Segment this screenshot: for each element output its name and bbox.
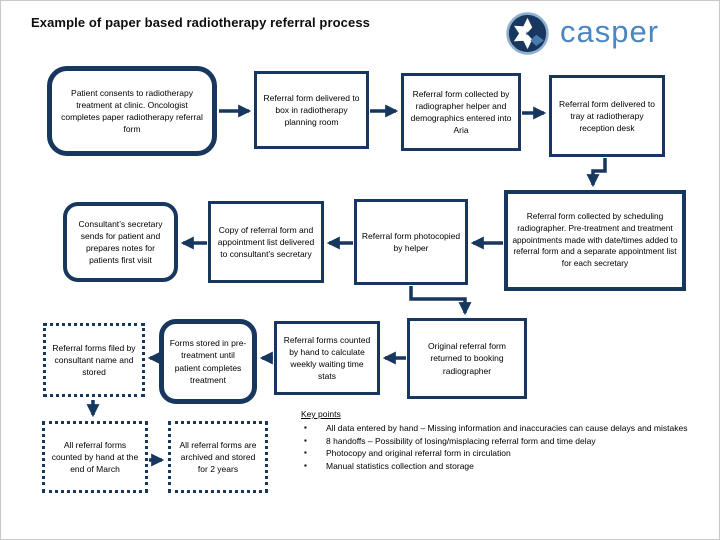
arrow-photocopy-to-original [409, 286, 472, 316]
flow-box-photocopied-by-helper: Referral form photocopied by helper [354, 199, 468, 285]
flow-box-counted-weekly-stats: Referral forms counted by hand to calcul… [274, 321, 380, 395]
flow-box-label: Forms stored in pre-treatment until pati… [169, 338, 247, 385]
flow-box-scheduling-radiographer: Referral form collected by scheduling ra… [504, 190, 686, 291]
flow-box-label: Referral form photocopied by helper [361, 230, 461, 253]
flow-box-stored-in-pretreatment: Forms stored in pre-treatment until pati… [159, 319, 257, 404]
flow-box-label: Referral forms counted by hand to calcul… [283, 334, 371, 382]
flow-box-collected-by-helper: Referral form collected by radiographer … [401, 73, 521, 151]
flow-box-archived-2-years: All referral forms are archived and stor… [168, 421, 268, 493]
flow-box-counted-end-of-march: All referral forms counted by hand at th… [42, 421, 148, 493]
flow-box-label: Consultant’s secretary sends for patient… [78, 218, 163, 266]
key-points: Key points All data entered by hand – Mi… [301, 408, 719, 473]
flow-box-delivered-to-tray: Referral form delivered to tray at radio… [549, 75, 665, 157]
casper-logo-snowflake-icon [506, 12, 549, 55]
flow-box-original-returned: Original referral form returned to booki… [407, 318, 527, 399]
flow-box-delivered-to-planning-room: Referral form delivered to box in radiot… [254, 71, 369, 149]
flow-box-label: Patient consents to radiotherapy treatme… [61, 87, 203, 135]
key-points-heading: Key points [301, 409, 341, 419]
key-point-item: All data entered by hand – Missing infor… [301, 422, 719, 435]
flow-box-patient-consents: Patient consents to radiotherapy treatme… [47, 66, 217, 156]
page-title: Example of paper based radiotherapy refe… [31, 15, 370, 30]
flow-box-label: All referral forms counted by hand at th… [51, 439, 139, 475]
flow-box-label: Referral forms filed by consultant name … [52, 342, 136, 378]
arrow-tray-to-scheduling [586, 158, 607, 188]
key-point-item: Manual statistics collection and storage [301, 460, 719, 473]
flow-box-label: Referral form delivered to tray at radio… [559, 98, 655, 134]
flow-box-copy-to-secretary: Copy of referral form and appointment li… [208, 201, 324, 283]
flow-box-label: Copy of referral form and appointment li… [217, 224, 315, 260]
flow-box-secretary-sends-for-patient: Consultant’s secretary sends for patient… [63, 202, 178, 282]
flow-box-filed-by-consultant: Referral forms filed by consultant name … [43, 323, 145, 397]
flow-box-label: Referral form delivered to box in radiot… [263, 92, 360, 128]
key-point-item: Photocopy and original referral form in … [301, 447, 719, 460]
casper-logo-text: casper [560, 14, 660, 49]
casper-logo: casper [505, 11, 659, 56]
key-point-item: 8 handoffs – Possibility of losing/mispl… [301, 435, 719, 448]
flow-box-label: Referral form collected by scheduling ra… [512, 211, 678, 269]
flow-box-label: Original referral form returned to booki… [428, 341, 506, 376]
key-points-list: All data entered by hand – Missing infor… [301, 422, 719, 473]
flow-box-label: Referral form collected by radiographer … [410, 88, 512, 136]
flow-box-label: All referral forms are archived and stor… [179, 439, 257, 475]
